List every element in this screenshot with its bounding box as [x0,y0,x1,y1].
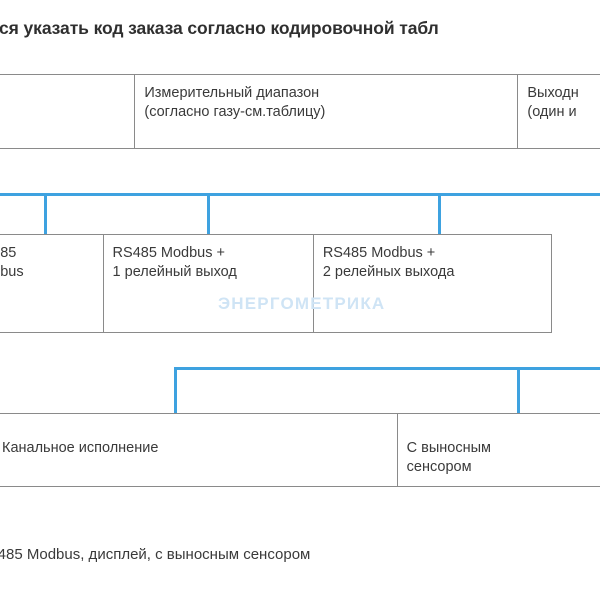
example-order-code-note: m, RS485 Modbus, дисплей, с выносным сен… [0,546,311,563]
outputs-options-row: RS485 Modbus RS485 Modbus + 1 релейный в… [0,234,552,333]
output-option-modbus-1-relay: RS485 Modbus + 1 релейный выход [104,235,314,332]
execution-option-remote-sensor: С выносным сенсором [406,440,492,475]
execution-option-duct: Канальное исполнение [0,414,398,486]
spec-cell-measuring-range: Измерительный диапазон (согласно газу-см… [135,75,519,148]
connector-drop-execution-2 [517,367,521,414]
specification-row: см.таблицу) Измерительный диапазон (согл… [0,74,600,149]
page-title: уется указать код заказа согласно кодиро… [0,18,439,38]
watermark-energometrika: ЭНЕРГОМЕТРИКА [218,294,386,313]
connector-drop-outputs-1 [44,193,48,235]
execution-options-row: Канальное исполнение С выносным сенсором [0,413,600,487]
connector-bus-outputs [0,193,600,197]
spec-cell-output: Выходн (один и [527,85,579,120]
output-option-modbus-2-relay: RS485 Modbus + 2 релейных выхода [322,245,455,280]
connector-drop-outputs-2 [207,193,211,235]
output-option-modbus: RS485 Modbus [0,235,104,332]
connector-drop-outputs-3 [438,193,442,235]
connector-drop-execution-1 [174,367,178,414]
connector-bus-execution [174,367,600,371]
spec-cell-order-code: см.таблицу) [0,75,136,148]
